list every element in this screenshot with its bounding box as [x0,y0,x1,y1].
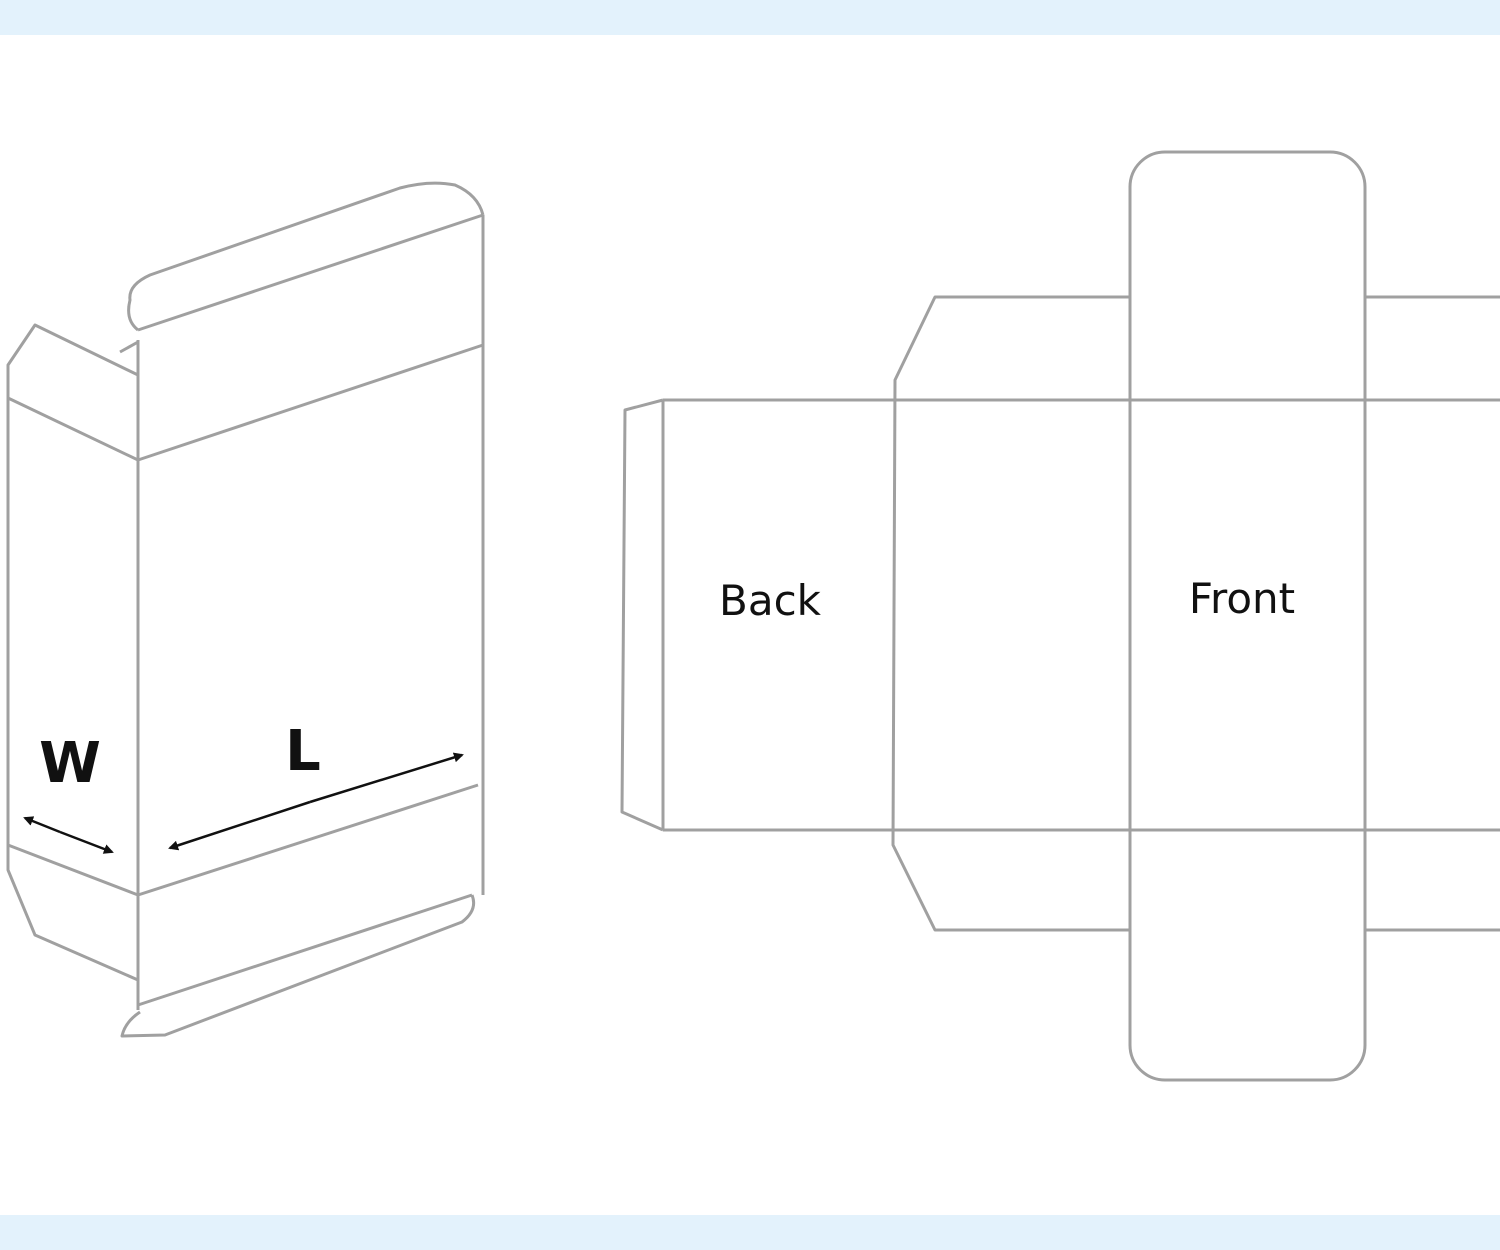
front-top-fold [137,343,484,462]
front-top-edge [137,213,484,332]
side-top-fold [7,396,139,462]
front-panel-label: Front [1189,574,1295,623]
width-arrow [59,830,114,854]
width-label: W [39,731,101,796]
width-arrow [23,816,61,834]
back-panel-label: Back [719,576,822,625]
length-label: L [285,719,321,784]
bottom-tuck-flap [120,894,476,1038]
glue-flap [620,398,664,832]
front-panel-with-tuck-flaps [1128,150,1367,1082]
bottom-band [0,1215,1500,1250]
top-band [0,0,1500,35]
front-bottom-fold [137,783,479,897]
length-arrow [309,752,464,804]
length-arrow [168,800,311,851]
top-tuck-flap [127,181,485,332]
side-dust-flaps [891,295,1130,932]
side-panel-outline [6,323,139,982]
dieline-net: Back Front [620,150,1500,1082]
side-bottom-fold [7,843,139,897]
folded-box: W L [6,181,485,1038]
front-bottom-edge [137,893,473,1007]
small-dust-flap [119,340,139,354]
